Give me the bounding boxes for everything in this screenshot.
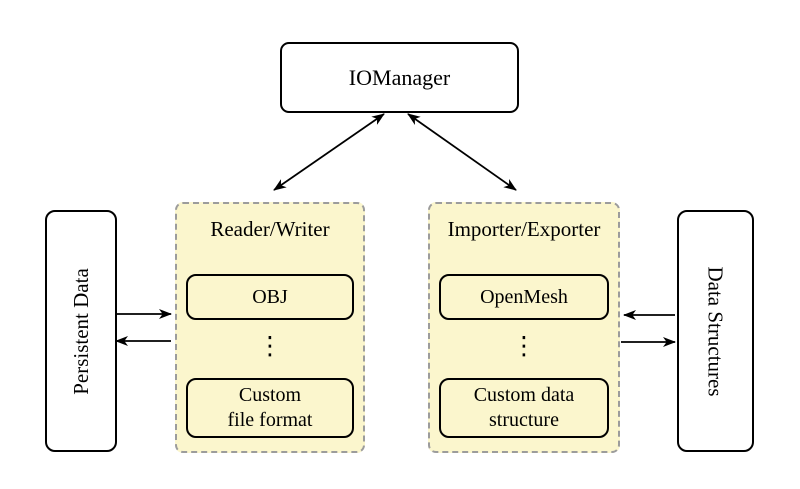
node-persistent-data: Persistent Data [45,210,117,452]
node-custom-data-structure: Custom data structure [439,378,609,438]
node-iomanager: IOManager [280,42,519,113]
node-obj-label: OBJ [252,285,288,308]
node-data-structures-label: Data Structures [704,265,729,397]
arrow-iomanager-readerwriter [273,113,385,191]
node-openmesh-label: OpenMesh [480,285,568,308]
node-data-structures: Data Structures [677,210,754,452]
importer-exporter-ellipsis: ⋮ [511,331,537,360]
reader-writer-ellipsis: ⋮ [257,331,283,360]
node-iomanager-label: IOManager [348,64,451,90]
container-importer-exporter: Importer/Exporter OpenMesh ⋮ Custom data… [428,202,620,453]
node-custom-file-format: Custom file format [186,378,354,438]
container-reader-writer: Reader/Writer OBJ ⋮ Custom file format [175,202,365,453]
node-openmesh: OpenMesh [439,274,609,320]
node-persistent-data-label: Persistent Data [68,267,93,395]
node-obj: OBJ [186,274,354,320]
node-custom-data-structure-label: Custom data structure [473,384,575,431]
container-importer-exporter-title: Importer/Exporter [447,217,601,241]
arrow-iomanager-importerexporter [407,113,517,191]
container-reader-writer-title: Reader/Writer [210,217,330,241]
node-custom-file-format-label: Custom file format [227,384,313,431]
